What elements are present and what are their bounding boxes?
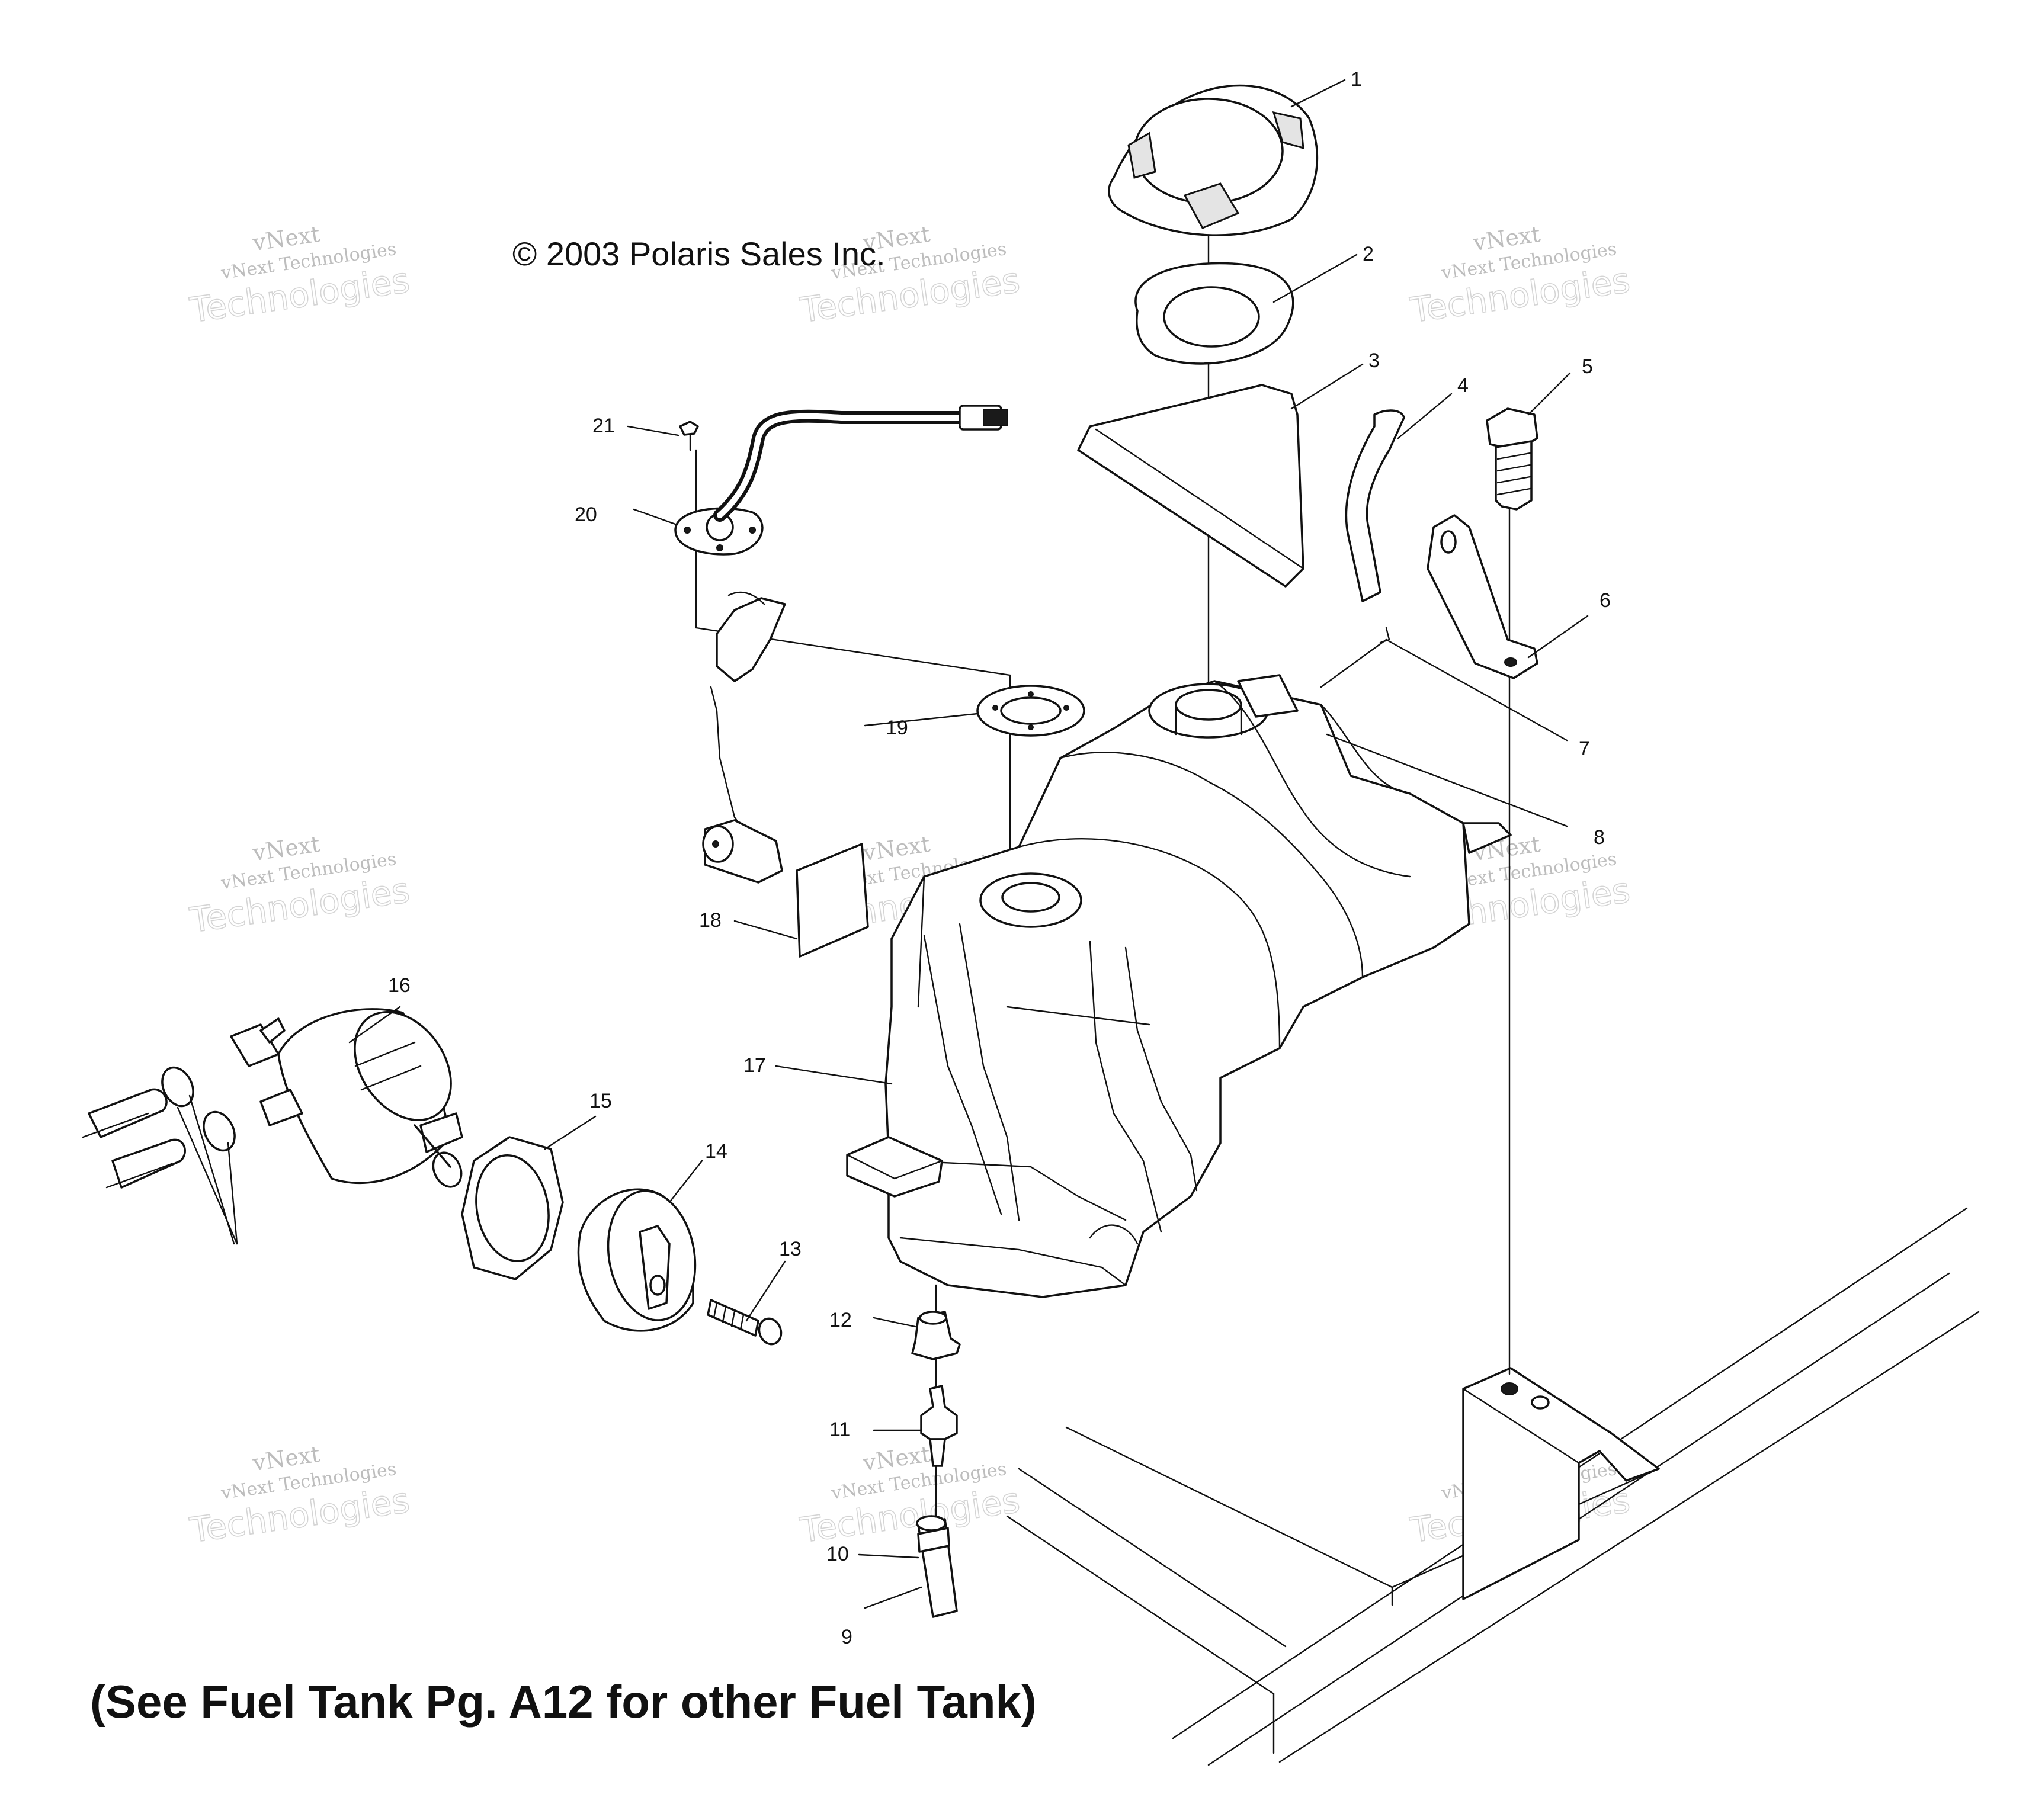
filter-screw — [707, 1299, 783, 1346]
callout-10: 10 — [826, 1543, 849, 1565]
callout-11: 11 — [829, 1418, 850, 1441]
watermark: vNext vNext Technologies Technologies — [187, 1441, 412, 1551]
tank-bracket — [1427, 514, 1538, 679]
mounting-bolt — [1486, 407, 1538, 511]
callout-7: 7 — [1579, 737, 1590, 760]
footer-note: (See Fuel Tank Pg. A12 for other Fuel Ta… — [90, 1675, 1037, 1728]
callout-20: 20 — [575, 503, 597, 526]
callout-14: 14 — [705, 1140, 727, 1163]
cap-gasket-ring — [1134, 262, 1294, 365]
callout-19: 19 — [886, 717, 908, 739]
watermark: vNext vNext Technologies Technologies — [797, 221, 1022, 331]
watermark: vNext vNext Technologies Technologies — [797, 1441, 1022, 1551]
callout-8: 8 — [1594, 826, 1605, 849]
callout-9: 9 — [841, 1626, 852, 1648]
outlet-fitting — [920, 1385, 958, 1467]
callout-1: 1 — [1351, 68, 1362, 91]
tank-grommet — [911, 1311, 961, 1360]
callout-21: 21 — [592, 415, 615, 437]
leader-lines — [348, 79, 1589, 1609]
fuel-line-hose — [916, 1515, 958, 1618]
vent-hose — [1345, 409, 1405, 602]
watermark: vNext vNext Technologies Technologies — [187, 221, 412, 331]
callout-4: 4 — [1457, 374, 1469, 397]
callout-18: 18 — [699, 909, 722, 932]
watermark: vNext vNext Technologies Technologies — [1407, 221, 1633, 331]
sender-gasket — [976, 685, 1085, 737]
callout-17: 17 — [743, 1054, 766, 1077]
watermark: vNext vNext Technologies Technologies — [187, 831, 412, 941]
small-clip — [1320, 627, 1390, 688]
fuel-hoses-left — [82, 1066, 238, 1245]
copyright-text: © 2003 Polaris Sales Inc. — [512, 235, 886, 272]
fuel-tank — [846, 674, 1512, 1298]
callout-3: 3 — [1368, 349, 1380, 372]
callout-13: 13 — [779, 1238, 802, 1260]
frame-mount-bracket — [1462, 1367, 1660, 1600]
callout-5: 5 — [1582, 355, 1593, 378]
tank-pad — [1077, 384, 1304, 588]
callout-16: 16 — [388, 974, 411, 997]
callout-12: 12 — [829, 1309, 852, 1331]
callout-15: 15 — [589, 1090, 612, 1112]
warning-decal — [796, 843, 869, 958]
callout-6: 6 — [1600, 589, 1611, 612]
sender-screw — [679, 421, 699, 451]
fuel-filter — [230, 1008, 463, 1188]
callout-labels: 1 2 3 4 5 6 7 8 9 10 11 12 13 14 15 16 1… — [388, 68, 1611, 1648]
filter-holder — [577, 1188, 697, 1332]
callout-2: 2 — [1363, 243, 1374, 265]
fuel-cap — [1108, 84, 1319, 236]
filter-mount-nut — [461, 1136, 564, 1280]
fuel-sender-assembly — [674, 405, 1008, 884]
